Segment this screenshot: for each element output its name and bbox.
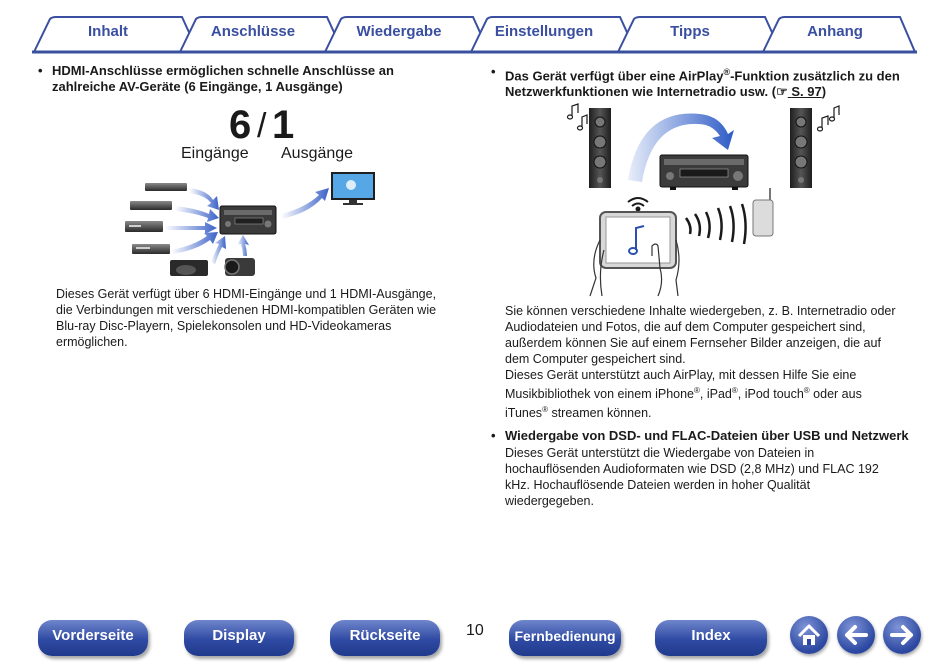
left-speaker-icon xyxy=(589,108,611,188)
hdmi-heading-line1: HDMI-Anschlüsse ermöglichen schnelle Ans… xyxy=(52,63,394,78)
text-fragment: iTunes xyxy=(505,406,543,421)
pointing-hand-icon: ☞ xyxy=(776,84,788,100)
vorderseite-button[interactable]: Vorderseite xyxy=(38,620,148,656)
airplay-description-line: außerdem können Sie auf einem Fernseher … xyxy=(505,336,881,350)
hdmi-heading-line2: zahlreiche AV-Geräte (6 Eingänge, 1 Ausg… xyxy=(52,79,343,94)
hdmi-description-line: die Verbindungen mit verschiedenen HDMI-… xyxy=(56,303,437,317)
dsd-flac-description-line: hochauflösenden Audioformaten wie DSD (2… xyxy=(505,462,879,476)
airplay-description-line: Musikbibliothek von einem iPhone®, iPad®… xyxy=(505,383,925,402)
rueckseite-button[interactable]: Rückseite xyxy=(330,620,440,656)
tab-inhalt[interactable]: Inhalt xyxy=(88,23,128,40)
airplay-description-line: iTunes® streamen können. xyxy=(505,402,925,421)
airplay-heading-line2: Netzwerkfunktionen wie Internetradio usw… xyxy=(505,84,925,100)
airplay-description: Sie können verschiedene Inhalte wiederge… xyxy=(505,303,925,421)
tab-wiedergabe[interactable]: Wiedergabe xyxy=(356,23,442,40)
text-fragment: , iPad xyxy=(699,387,732,402)
cd-player-icon xyxy=(132,244,170,254)
text-fragment: streamen können. xyxy=(547,406,652,421)
music-notes-right-icon xyxy=(816,105,840,132)
television-icon xyxy=(331,172,375,205)
hdmi-description-line: ermöglichen. xyxy=(56,335,128,349)
page-reference-link[interactable]: ☞ S. 97 xyxy=(776,84,822,99)
bullet-dot: • xyxy=(38,63,43,78)
airplay-heading-text-b: -Funktion zusätzlich zu den xyxy=(730,68,900,84)
hdmi-description-line: Blu-ray Disc-Playern, Spielekonsolen und… xyxy=(56,319,392,333)
tab-einstellungen[interactable]: Einstellungen xyxy=(494,23,594,40)
outputs-count: 1 xyxy=(272,103,296,147)
dsd-flac-heading-text: Wiedergabe von DSD- und FLAC-Dateien übe… xyxy=(505,428,909,443)
airplay-description-line: Audiodateien und Fotos, die auf dem Comp… xyxy=(505,320,866,334)
dvd-player-icon xyxy=(130,201,172,210)
tab-tipps[interactable]: Tipps xyxy=(670,23,710,40)
inputs-outputs-slash: / xyxy=(257,107,267,145)
airplay-heading-line1: Das Gerät verfügt über eine AirPlay®-Fun… xyxy=(505,64,925,84)
fernbedienung-button[interactable]: Fernbedienung xyxy=(509,620,621,656)
next-page-button[interactable] xyxy=(883,616,921,654)
display-button[interactable]: Display xyxy=(184,620,294,656)
airplay-description-line: dem Computer gespeichert sind. xyxy=(505,352,686,366)
hdmi-description: Dieses Gerät verfügt über 6 HDMI-Eingäng… xyxy=(56,286,456,350)
input-arrows xyxy=(165,188,249,264)
text-fragment: oder aus xyxy=(809,387,862,402)
tab-bar-outline xyxy=(32,16,917,54)
section-tab-bar: Inhalt Anschlüsse Wiedergabe Einstellung… xyxy=(32,15,917,55)
airplay-heading-text-d: ) xyxy=(821,84,827,100)
hdmi-heading: • HDMI-Anschlüsse ermöglichen schnelle A… xyxy=(38,63,452,95)
airplay-heading-text-a: Das Gerät verfügt über eine AirPlay xyxy=(505,68,724,84)
dsd-flac-description: Dieses Gerät unterstützt die Wiedergabe … xyxy=(505,445,925,509)
hdmi-connection-illustration xyxy=(125,172,375,276)
wireless-router-icon xyxy=(752,188,774,237)
dsd-flac-description-line: Dieses Gerät unterstützt die Wiedergabe … xyxy=(505,446,815,460)
tab-anhang[interactable]: Anhang xyxy=(807,23,863,40)
registered-mark: ® xyxy=(731,386,738,395)
previous-page-button[interactable] xyxy=(837,616,875,654)
tab-anschluesse[interactable]: Anschlüsse xyxy=(210,23,296,40)
dsd-flac-description-line: wiedergegeben. xyxy=(505,494,594,508)
registered-mark: ® xyxy=(803,386,810,395)
arrow-left-icon xyxy=(845,625,868,645)
hands-icon xyxy=(589,239,680,297)
airplay-description-line: Sie können verschiedene Inhalte wiederge… xyxy=(505,304,896,318)
airplay-heading-text-c: Netzwerkfunktionen wie Internetradio usw… xyxy=(505,84,777,100)
airplay-curved-arrow xyxy=(628,113,734,182)
set-top-box-icon xyxy=(125,221,163,232)
outputs-label: Ausgänge xyxy=(281,145,354,162)
bluray-player-icon xyxy=(145,183,187,191)
av-receiver-icon xyxy=(219,205,277,235)
right-speaker-icon xyxy=(790,108,812,188)
hdmi-description-line: Dieses Gerät verfügt über 6 HDMI-Eingäng… xyxy=(56,287,437,301)
registered-mark: ® xyxy=(723,67,731,77)
wifi-signal-icon xyxy=(684,203,747,245)
wifi-icon xyxy=(627,197,649,212)
music-notes-left-icon xyxy=(566,103,588,131)
tablet-icon xyxy=(599,211,677,269)
home-icon xyxy=(797,624,821,645)
video-camera-icon xyxy=(224,258,255,276)
game-console-icon xyxy=(170,260,208,276)
home-button[interactable] xyxy=(790,616,828,654)
inputs-label: Eingänge xyxy=(181,145,249,162)
av-receiver-icon xyxy=(659,154,749,190)
airplay-illustration xyxy=(566,103,840,297)
output-arrow xyxy=(281,188,329,219)
text-fragment: Musikbibliothek von einem iPhone xyxy=(505,387,694,402)
dsd-flac-description-line: kHz. Hochauflösende Dateien werden in ho… xyxy=(505,478,811,492)
arrow-right-icon xyxy=(890,625,913,645)
bullet-dot: • xyxy=(491,428,496,443)
index-button[interactable]: Index xyxy=(655,620,767,656)
bullet-dot: • xyxy=(491,64,496,79)
airplay-heading: • Das Gerät verfügt über eine AirPlay®-F… xyxy=(491,64,925,100)
page-number: 10 xyxy=(466,622,484,639)
text-fragment: , iPod touch xyxy=(737,387,804,402)
page-reference-text: S. 97 xyxy=(791,84,822,100)
registered-mark: ® xyxy=(542,405,548,415)
inputs-count: 6 xyxy=(229,103,253,147)
dsd-flac-heading: • Wiedergabe von DSD- und FLAC-Dateien ü… xyxy=(491,428,925,444)
registered-mark: ® xyxy=(694,386,700,395)
airplay-description-line: Dieses Gerät unterstützt auch AirPlay, m… xyxy=(505,368,857,382)
